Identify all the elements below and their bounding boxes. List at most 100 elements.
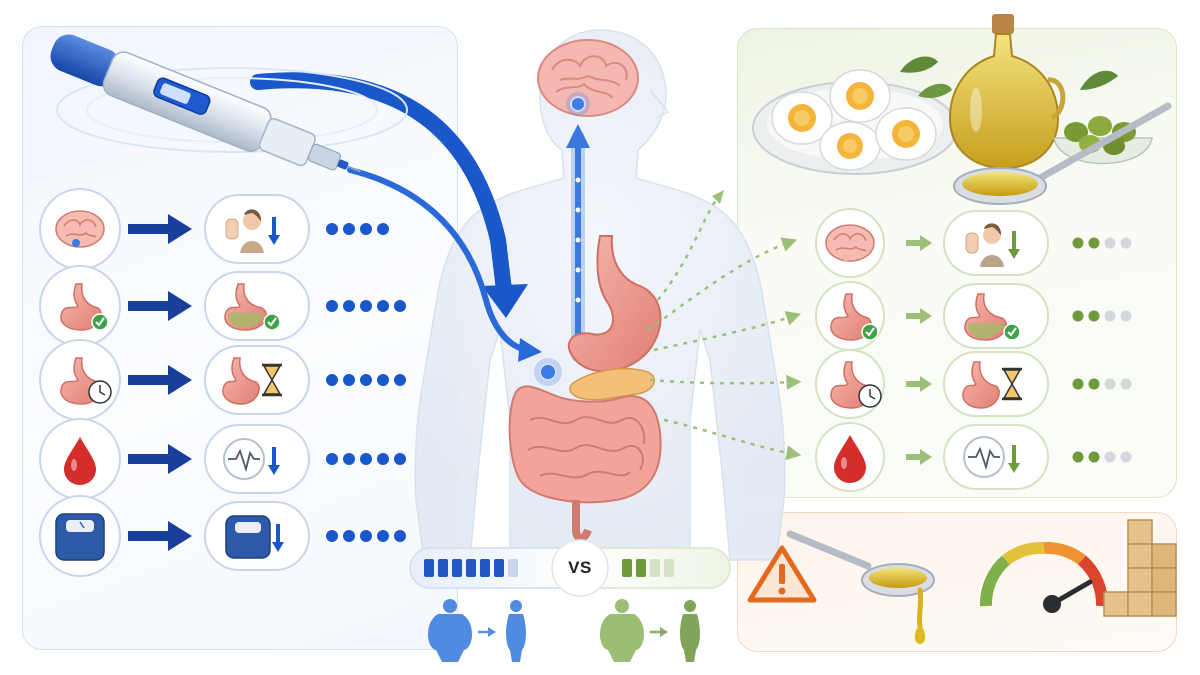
effect-badge xyxy=(204,194,310,264)
stomach-hourglass-icon xyxy=(222,357,282,405)
comparison-bar xyxy=(409,539,731,597)
strength-segment xyxy=(494,559,504,577)
brain-icon xyxy=(55,210,105,248)
heartbeat-down-icon xyxy=(223,438,280,480)
strength-dot xyxy=(343,300,355,312)
strength-dot xyxy=(343,530,355,542)
larger-body-icon xyxy=(428,599,472,662)
strength-dot xyxy=(377,374,389,386)
stomach-hourglass-icon xyxy=(962,361,1022,409)
strength-segment xyxy=(438,559,448,577)
natural-strength-bar xyxy=(622,559,674,577)
strength-dot xyxy=(1088,310,1100,322)
stop-hand-appetite-icon xyxy=(965,223,1020,267)
warning-triangle-icon xyxy=(747,545,817,603)
pancreas-icon xyxy=(569,367,655,401)
strength-dot xyxy=(326,374,338,386)
strength-segment xyxy=(636,559,646,577)
stomach-check-icon xyxy=(830,293,879,341)
strength-dot xyxy=(1104,451,1116,463)
signal-arrow-up xyxy=(566,124,590,362)
effect-arrow xyxy=(906,449,932,465)
effect-arrow xyxy=(128,214,192,244)
strength-segment xyxy=(622,559,632,577)
effect-arrow xyxy=(128,291,192,321)
strength-dot xyxy=(1104,237,1116,249)
strength-segment xyxy=(508,559,518,577)
effect-arrow xyxy=(128,365,192,395)
calorie-gauge-icon xyxy=(979,541,1109,613)
strength-dot xyxy=(394,374,406,386)
brain-icon xyxy=(825,224,875,262)
strength-dot xyxy=(360,530,372,542)
strength-dot xyxy=(377,530,389,542)
strength-dot xyxy=(1104,378,1116,390)
stomach-icon xyxy=(567,235,662,373)
strength-dot xyxy=(360,300,372,312)
glp1-weight-change xyxy=(428,599,526,662)
strength-dot xyxy=(1072,378,1084,390)
effect-badge xyxy=(204,345,310,415)
stop-hand-appetite-icon xyxy=(225,209,280,253)
strength-dot xyxy=(1120,451,1132,463)
natural-weight-change xyxy=(600,599,700,662)
glp1-effect-rows xyxy=(39,188,406,577)
strength-dot xyxy=(1088,237,1100,249)
strength-segment xyxy=(650,559,660,577)
sugar-cubes-icon xyxy=(1103,519,1177,617)
strength-dot xyxy=(394,530,406,542)
scale-icon xyxy=(55,513,105,561)
glp1-effect-row xyxy=(39,495,406,577)
strength-segment xyxy=(480,559,490,577)
strength-dot xyxy=(326,300,338,312)
strength-dot xyxy=(343,453,355,465)
strength-dot xyxy=(394,453,406,465)
glp1-effect-row xyxy=(39,265,406,347)
strength-dots xyxy=(1072,378,1132,390)
natural-effect-rows xyxy=(815,208,1132,492)
blood-drop-icon xyxy=(64,437,96,485)
strength-dot xyxy=(360,223,372,235)
strength-segment xyxy=(664,559,674,577)
heartbeat-down-icon xyxy=(963,436,1020,478)
strength-dot xyxy=(1120,237,1132,249)
strength-segment xyxy=(452,559,462,577)
strength-dot xyxy=(360,374,372,386)
strength-dot xyxy=(343,374,355,386)
intestines-icon xyxy=(508,358,662,543)
glp1-effect-row xyxy=(39,418,406,500)
olive-oil-bottle-icon xyxy=(948,14,1066,170)
slim-body-icon xyxy=(506,600,526,662)
natural-effect-row xyxy=(815,349,1132,419)
larger-body-icon xyxy=(600,599,644,662)
strength-dot xyxy=(1088,451,1100,463)
strength-dot xyxy=(1072,451,1084,463)
strength-segment xyxy=(424,559,434,577)
effect-arrow xyxy=(128,521,192,551)
brain-icon xyxy=(537,39,639,117)
scale-down-icon xyxy=(225,515,284,559)
strength-dots xyxy=(326,300,406,312)
strength-dots xyxy=(1072,451,1132,463)
strength-dot xyxy=(377,223,389,235)
strength-dot xyxy=(1072,310,1084,322)
boiled-eggs-icon xyxy=(752,56,958,175)
strength-dots xyxy=(326,374,406,386)
strength-dot xyxy=(326,453,338,465)
glp1-effect-row xyxy=(39,188,389,270)
full-stomach-icon xyxy=(224,283,281,331)
strength-segment xyxy=(466,559,476,577)
natural-effect-row xyxy=(815,422,1132,492)
stomach-clock-icon xyxy=(60,357,112,405)
strength-dot xyxy=(394,300,406,312)
effect-badge xyxy=(943,351,1049,417)
strength-dot xyxy=(1088,378,1100,390)
strength-dots xyxy=(326,530,406,542)
strength-dot xyxy=(1104,310,1116,322)
slim-body-icon xyxy=(680,600,700,662)
stomach-check-icon xyxy=(60,283,109,331)
strength-dot xyxy=(326,223,338,235)
strength-dots xyxy=(326,223,389,235)
effect-arrow xyxy=(906,308,932,324)
